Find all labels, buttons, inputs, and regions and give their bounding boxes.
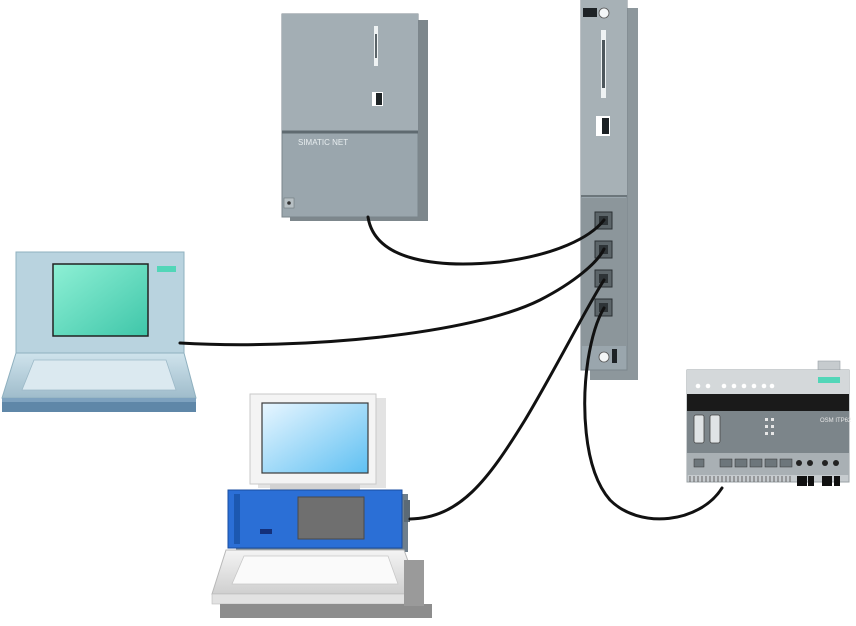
cable-programming-device-to-rack: [408, 278, 606, 521]
plc-module-icon: SIMATIC NET: [281, 13, 428, 221]
rack-module-icon: [580, 0, 638, 380]
switch-label: OSM ITP62: [820, 418, 852, 424]
cp-brand-label: SIMATIC NET: [298, 138, 348, 147]
ethernet-port-3: [594, 269, 613, 288]
cable-switch-to-rack: [583, 306, 724, 521]
cable-cp-module-to-rack: [366, 215, 606, 266]
ethernet-switch-icon: OSM ITP62: [686, 360, 852, 486]
cable-laptop-to-rack: [178, 247, 606, 347]
laptop-icon: [1, 251, 197, 412]
programming-device-icon: [211, 393, 432, 618]
